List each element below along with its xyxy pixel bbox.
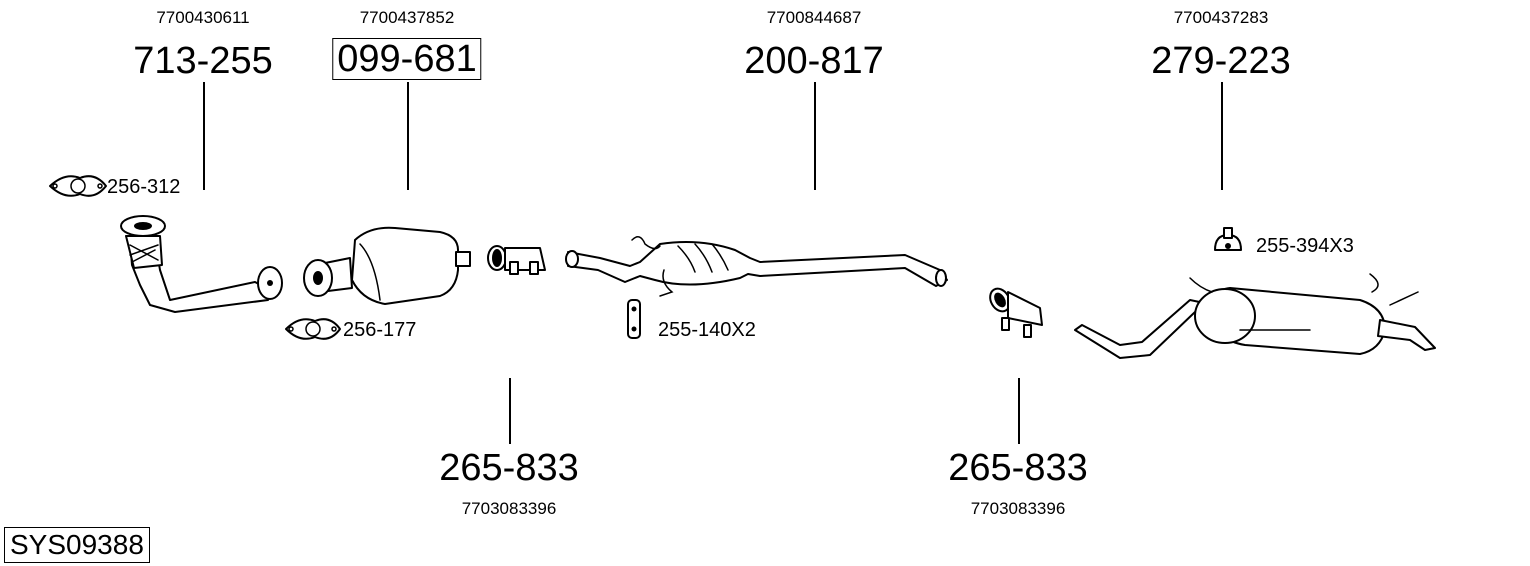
gasket-icon <box>49 175 107 197</box>
part-number-label[interactable]: 713-255 <box>133 40 273 82</box>
leader-line <box>509 378 511 444</box>
middle-silencer-drawing[interactable] <box>565 236 948 297</box>
pipe-clamp-drawing[interactable] <box>986 285 1043 338</box>
pipe-clamp-drawing[interactable] <box>487 245 546 275</box>
oem-number: 7703083396 <box>461 499 557 518</box>
part-number-label[interactable]: 265-833 <box>948 447 1088 489</box>
accessory-label[interactable]: 256-177 <box>343 319 417 341</box>
part-number-label[interactable]: 265-833 <box>439 447 579 489</box>
front-pipe-drawing[interactable] <box>120 215 283 313</box>
leader-line <box>407 82 409 190</box>
oem-number: 7700437283 <box>1173 8 1269 27</box>
part-number-label[interactable]: 200-817 <box>744 40 884 82</box>
accessory-label[interactable]: 256-312 <box>107 176 181 198</box>
rear-silencer-drawing[interactable] <box>1074 273 1436 359</box>
rubber-hanger-icon <box>627 299 641 339</box>
oem-number: 7703083396 <box>970 499 1066 518</box>
oem-number: 7700430611 <box>156 8 250 27</box>
leader-line <box>1018 378 1020 444</box>
accessory-label[interactable]: 255-394X3 <box>1256 235 1354 257</box>
rubber-mount-icon <box>1214 227 1242 251</box>
leader-line <box>203 82 205 190</box>
leader-line <box>1221 82 1223 190</box>
part-number-label[interactable]: 279-223 <box>1151 40 1291 82</box>
leader-line <box>814 82 816 190</box>
catalytic-converter-drawing[interactable] <box>303 226 471 305</box>
gasket-icon <box>285 318 341 340</box>
oem-number: 7700437852 <box>359 8 455 27</box>
part-number-label-highlighted[interactable]: 099-681 <box>332 38 482 80</box>
system-code: SYS09388 <box>4 527 150 563</box>
accessory-label[interactable]: 255-140X2 <box>658 319 756 341</box>
oem-number: 7700844687 <box>766 8 862 27</box>
